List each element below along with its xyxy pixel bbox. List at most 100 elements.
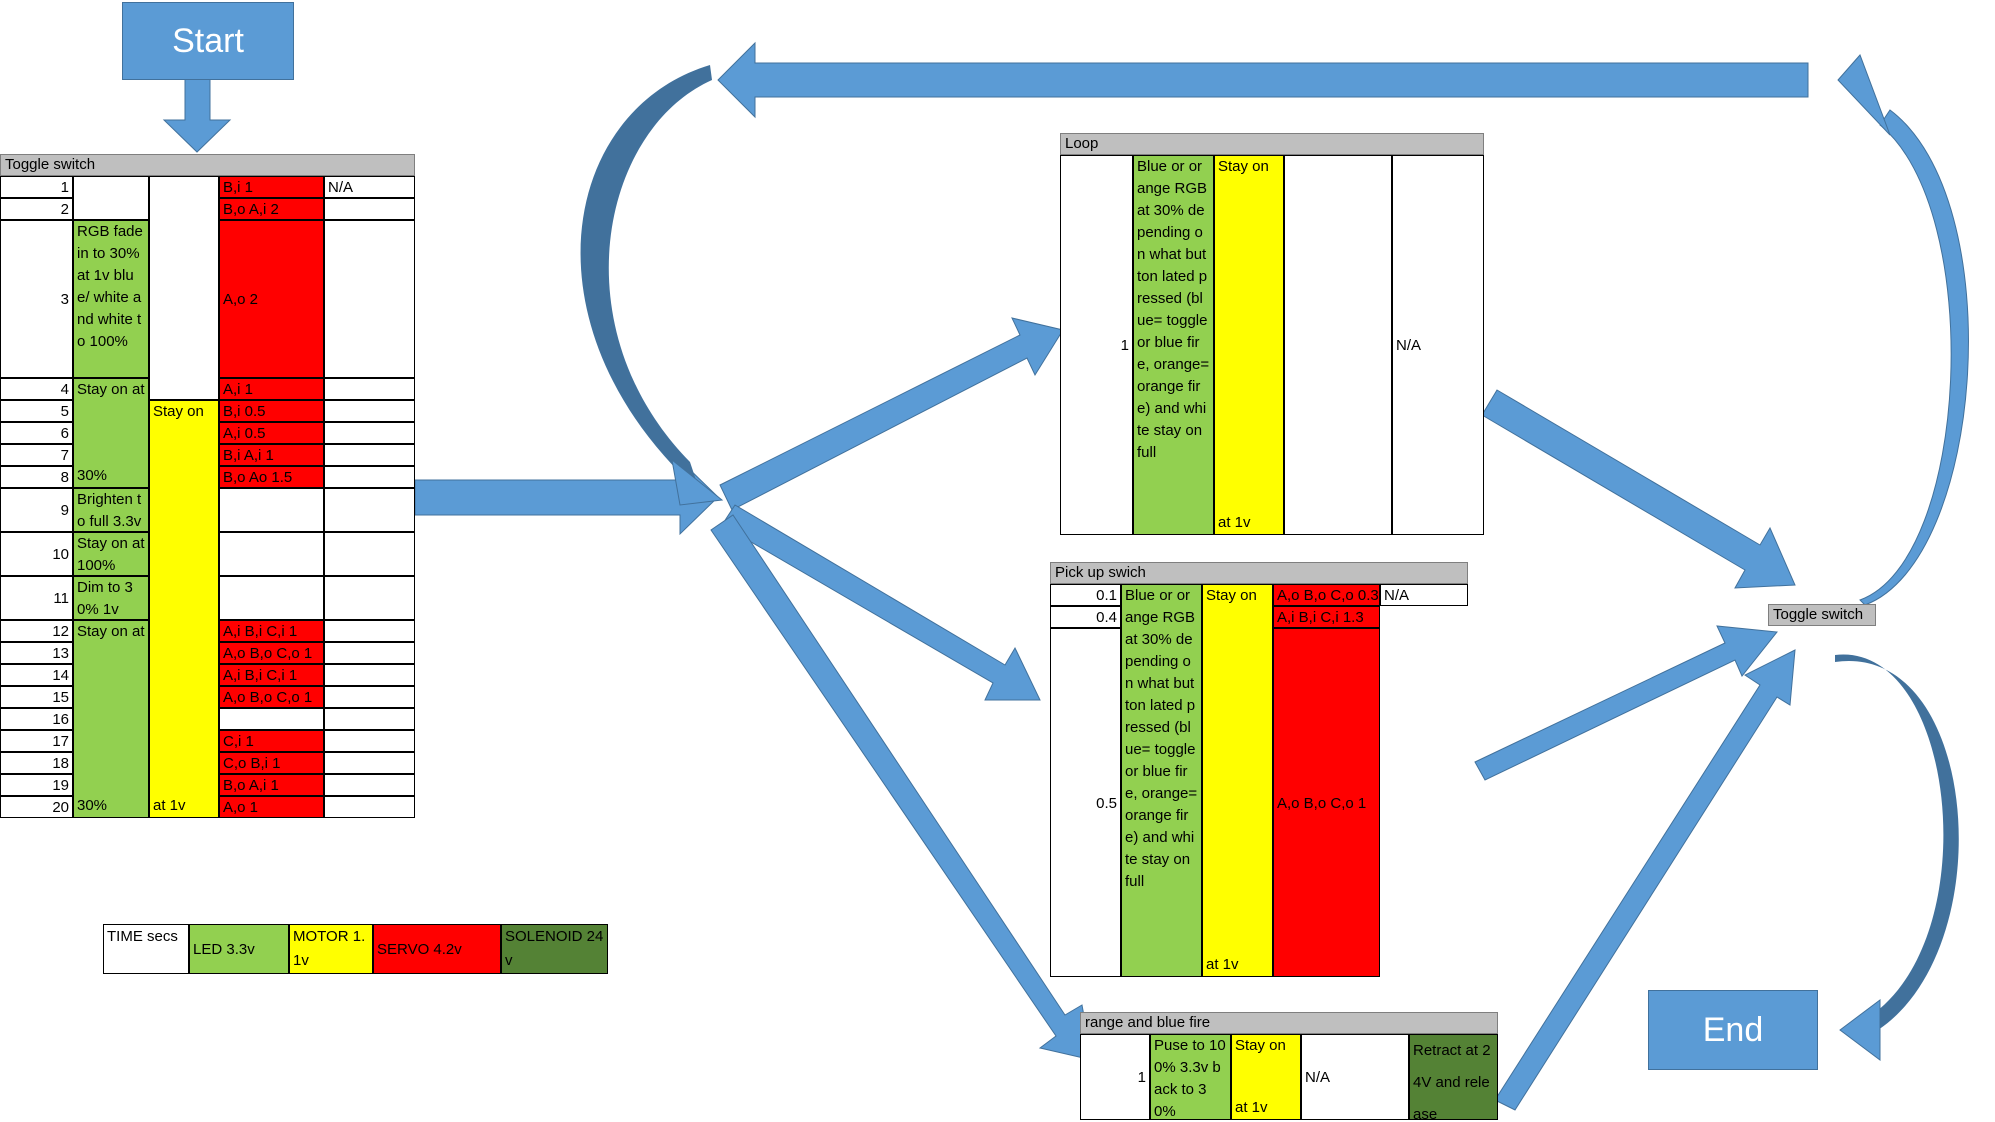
loop-solenoid: N/A: [1392, 155, 1484, 535]
toggle-led-1: [73, 176, 149, 220]
toggle-led-bottom: 30%: [77, 797, 108, 814]
pickup-motor-bottom: at 1v: [1206, 956, 1239, 973]
start-label: Start: [172, 21, 244, 60]
fire-led: Puse to 100% 3.3v back to 30%: [1150, 1034, 1231, 1120]
pickup-servo-2: A,o B,o C,o 1: [1273, 628, 1380, 977]
toggle-time-11: 11: [0, 576, 73, 620]
loop-table: Loop 1 Blue or orange RGB at 30% dependi…: [1060, 133, 1484, 535]
legend-led: LED 3.3v: [189, 924, 289, 974]
toggle-solenoid-20: [324, 796, 415, 818]
toggle-led-11: Dim to 30% 1v: [73, 576, 149, 620]
toggle-time-6: 6: [0, 422, 73, 444]
toggle-motor-bottom: at 1v: [153, 797, 186, 814]
fire-to-toggle-arrow: [1494, 649, 1796, 1111]
pickup-time-2: 0.5: [1050, 628, 1121, 977]
fire-table: range and blue fire 1 Puse to 100% 3.3v …: [1080, 1012, 1498, 1120]
toggle-time-20: 20: [0, 796, 73, 818]
pickup-time-1: 0.4: [1050, 606, 1121, 628]
fire-table-title: range and blue fire: [1080, 1012, 1498, 1034]
toggle-time-1: 1: [0, 176, 73, 198]
start-down-arrow: [162, 77, 232, 153]
toggle-solenoid-8: [324, 466, 415, 488]
toggle-time-19: 19: [0, 774, 73, 796]
loop-motor-top: Stay on: [1218, 158, 1269, 175]
toggle-solenoid-6: [324, 422, 415, 444]
end-label: End: [1702, 1010, 1764, 1049]
toggle-to-top-curve-head: [1837, 54, 1891, 136]
loop-time: 1: [1060, 155, 1133, 535]
toggle-solenoid-2: [324, 198, 415, 220]
toggle-solenoid-3: [324, 220, 415, 378]
toggle-motor-top: Stay on: [153, 403, 204, 420]
end-box: End: [1648, 990, 1818, 1070]
toggle-time-16: 16: [0, 708, 73, 730]
toggle-time-9: 9: [0, 488, 73, 532]
toggle-motor: Stay on at 1v: [149, 400, 219, 818]
hub-to-fire-arrow: [710, 514, 1093, 1061]
toggle-time-7: 7: [0, 444, 73, 466]
toggle-solenoid-18: [324, 752, 415, 774]
toggle-time-4: 4: [0, 378, 73, 400]
pickup-motor-top: Stay on: [1206, 587, 1257, 604]
hub-to-pickup-arrow: [721, 504, 1041, 701]
toggle-time-5: 5: [0, 400, 73, 422]
toggle-solenoid-16: [324, 708, 415, 730]
loop-motor: Stay on at 1v: [1214, 155, 1284, 535]
toggle-servo-2: B,o A,i 2: [219, 198, 324, 220]
loop-motor-bottom: at 1v: [1218, 514, 1251, 531]
toggle-solenoid-15: [324, 686, 415, 708]
pickup-table-title: Pick up swich: [1050, 562, 1468, 584]
toggle-servo-11: [219, 576, 324, 620]
toggle-solenoid-11: [324, 576, 415, 620]
toggle-servo-9: [219, 488, 324, 532]
toggle-solenoid-10: [324, 532, 415, 576]
pickup-motor: Stay on at 1v: [1202, 584, 1273, 977]
toggle-time-14: 14: [0, 664, 73, 686]
pickup-table: Pick up swich 0.1 0.4 0.5 Blue or orange…: [1050, 562, 1468, 977]
toggle-time-18: 18: [0, 752, 73, 774]
toggle-solenoid-5: [324, 400, 415, 422]
pickup-servo-0: A,o B,o C,o 0.3: [1273, 584, 1380, 606]
fire-servo: N/A: [1301, 1034, 1409, 1120]
toggle-servo-19: B,o A,i 1: [219, 774, 324, 796]
fire-solenoid: Retract at 24V and release: [1409, 1034, 1498, 1120]
toggle-time-17: 17: [0, 730, 73, 752]
legend-motor: MOTOR 1.1v: [289, 924, 373, 974]
toggle-servo-8: B,o Ao 1.5: [219, 466, 324, 488]
toggle-solenoid-14: [324, 664, 415, 686]
toggle-servo-3: A,o 2: [219, 220, 324, 378]
toggle-servo-5: B,i 0.5: [219, 400, 324, 422]
hub-to-loop-arrow: [719, 317, 1064, 511]
toggle-led-top: Stay on at: [77, 623, 145, 640]
toggle-time-8: 8: [0, 466, 73, 488]
pickup-to-toggle-arrow: [1474, 625, 1778, 781]
top-return-arrow: [717, 41, 1809, 119]
loop-to-toggle-arrow: [1481, 389, 1796, 589]
toggle-time-2: 2: [0, 198, 73, 220]
toggle-switch-node: Toggle switch: [1768, 604, 1876, 626]
toggle-to-hub-arrow: [414, 458, 719, 536]
fire-time: 1: [1080, 1034, 1150, 1120]
toggle-led-3: RGB fade in to 30% at 1v blue/ white and…: [73, 220, 149, 378]
toggle-solenoid-9: [324, 488, 415, 532]
toggle-to-top-curve: [1859, 109, 1969, 606]
pickup-solenoid-0: N/A: [1380, 584, 1468, 606]
toggle-led-9: Brighten to full 3.3v: [73, 488, 149, 532]
pickup-led: Blue or orange RGB at 30% depending on w…: [1121, 584, 1202, 977]
toggle-solenoid-4: [324, 378, 415, 400]
toggle-time-13: 13: [0, 642, 73, 664]
toggle-table-title: Toggle switch: [0, 154, 415, 176]
pickup-servo-1: A,i B,i C,i 1.3: [1273, 606, 1380, 628]
toggle-servo-14: A,i B,i C,i 1: [219, 664, 324, 686]
loop-led: Blue or orange RGB at 30% depending on w…: [1133, 155, 1214, 535]
toggle-servo-7: B,i A,i 1: [219, 444, 324, 466]
toggle-solenoid-1: N/A: [324, 176, 415, 198]
toggle-servo-17: C,i 1: [219, 730, 324, 752]
legend-solenoid: SOLENOID 24v: [501, 924, 608, 974]
toggle-led-12: Stay on at 30%: [73, 620, 149, 818]
toggle-to-end-curve-head: [1839, 999, 1881, 1061]
toggle-time-12: 12: [0, 620, 73, 642]
loop-table-title: Loop: [1060, 133, 1484, 155]
